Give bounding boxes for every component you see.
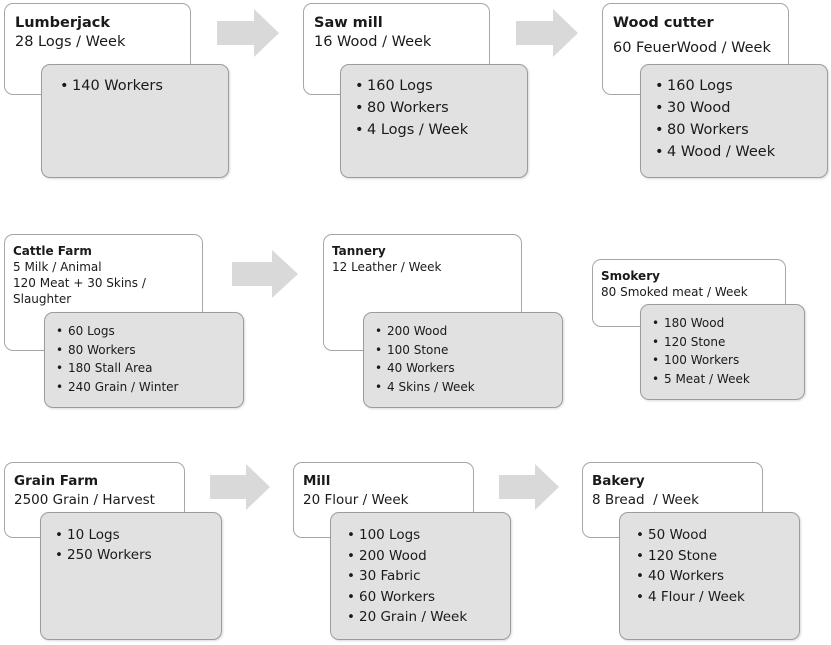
list-item: 5 Meat / Week bbox=[652, 370, 804, 389]
node-title: Cattle Farm bbox=[13, 244, 92, 258]
tannery-requirements: 200 Wood 100 Stone 40 Workers 4 Skins / … bbox=[363, 312, 563, 408]
node-output: 12 Leather / Week bbox=[332, 260, 442, 274]
list-item: 4 Logs / Week bbox=[355, 119, 527, 141]
saw-mill-requirements: 160 Logs 80 Workers 4 Logs / Week bbox=[340, 64, 528, 178]
list-item: 100 Logs bbox=[347, 525, 510, 546]
list-item: 60 Workers bbox=[347, 587, 510, 608]
right-arrow-icon bbox=[210, 464, 270, 510]
node-title: Tannery bbox=[332, 244, 386, 258]
list-item: 4 Wood / Week bbox=[655, 141, 827, 163]
list-item: 100 Stone bbox=[375, 341, 562, 360]
list-item: 160 Logs bbox=[355, 75, 527, 97]
wood-cutter-requirements: 160 Logs 30 Wood 80 Workers 4 Wood / Wee… bbox=[640, 64, 828, 178]
smokery-requirements: 180 Wood 120 Stone 100 Workers 5 Meat / … bbox=[640, 304, 805, 400]
node-output: 80 Smoked meat / Week bbox=[601, 285, 748, 299]
list-item: 50 Wood bbox=[636, 525, 799, 546]
list-item: 80 Workers bbox=[655, 119, 827, 141]
list-item: 240 Grain / Winter bbox=[56, 378, 243, 397]
list-item: 4 Flour / Week bbox=[636, 587, 799, 608]
list-item: 180 Wood bbox=[652, 314, 804, 333]
list-item: 140 Workers bbox=[60, 75, 228, 97]
list-item: 40 Workers bbox=[636, 566, 799, 587]
list-item: 80 Workers bbox=[56, 341, 243, 360]
right-arrow-icon bbox=[516, 9, 578, 57]
node-output: 16 Wood / Week bbox=[314, 34, 432, 50]
node-title: Mill bbox=[303, 473, 331, 489]
node-title: Grain Farm bbox=[14, 473, 99, 489]
node-output: 8 Bread / Week bbox=[592, 492, 699, 508]
grain-farm-requirements: 10 Logs 250 Workers bbox=[40, 512, 222, 640]
right-arrow-icon bbox=[217, 9, 279, 57]
list-item: 200 Wood bbox=[375, 322, 562, 341]
list-item: 120 Stone bbox=[636, 546, 799, 567]
node-title: Smokery bbox=[601, 269, 660, 283]
node-title: Saw mill bbox=[314, 15, 383, 31]
list-item: 200 Wood bbox=[347, 546, 510, 567]
mill-requirements: 100 Logs 200 Wood 30 Fabric 60 Workers 2… bbox=[330, 512, 511, 640]
list-item: 80 Workers bbox=[355, 97, 527, 119]
bakery-requirements: 50 Wood 120 Stone 40 Workers 4 Flour / W… bbox=[619, 512, 800, 640]
node-output: 60 FeuerWood / Week bbox=[613, 40, 771, 56]
list-item: 180 Stall Area bbox=[56, 359, 243, 378]
list-item: 30 Fabric bbox=[347, 566, 510, 587]
list-item: 60 Logs bbox=[56, 322, 243, 341]
cattle-farm-requirements: 60 Logs 80 Workers 180 Stall Area 240 Gr… bbox=[44, 312, 244, 408]
right-arrow-icon bbox=[232, 250, 298, 298]
list-item: 100 Workers bbox=[652, 351, 804, 370]
node-output: 5 Milk / Animal bbox=[13, 260, 102, 274]
node-title: Bakery bbox=[592, 473, 645, 489]
list-item: 4 Skins / Week bbox=[375, 378, 562, 397]
node-output: Slaughter bbox=[13, 292, 72, 306]
list-item: 30 Wood bbox=[655, 97, 827, 119]
list-item: 20 Grain / Week bbox=[347, 607, 510, 628]
node-output: 2500 Grain / Harvest bbox=[14, 492, 155, 508]
list-item: 10 Logs bbox=[55, 525, 221, 545]
saw-mill-box: Saw mill 16 Wood / Week bbox=[303, 3, 490, 95]
list-item: 40 Workers bbox=[375, 359, 562, 378]
lumberjack-requirements: 140 Workers bbox=[41, 64, 229, 178]
node-title: Wood cutter bbox=[613, 15, 714, 31]
node-output: 28 Logs / Week bbox=[15, 34, 126, 50]
node-title: Lumberjack bbox=[15, 15, 111, 31]
right-arrow-icon bbox=[499, 464, 559, 510]
list-item: 120 Stone bbox=[652, 333, 804, 352]
node-output: 20 Flour / Week bbox=[303, 492, 409, 508]
list-item: 250 Workers bbox=[55, 545, 221, 565]
list-item: 160 Logs bbox=[655, 75, 827, 97]
node-output: 120 Meat + 30 Skins / bbox=[13, 276, 146, 290]
